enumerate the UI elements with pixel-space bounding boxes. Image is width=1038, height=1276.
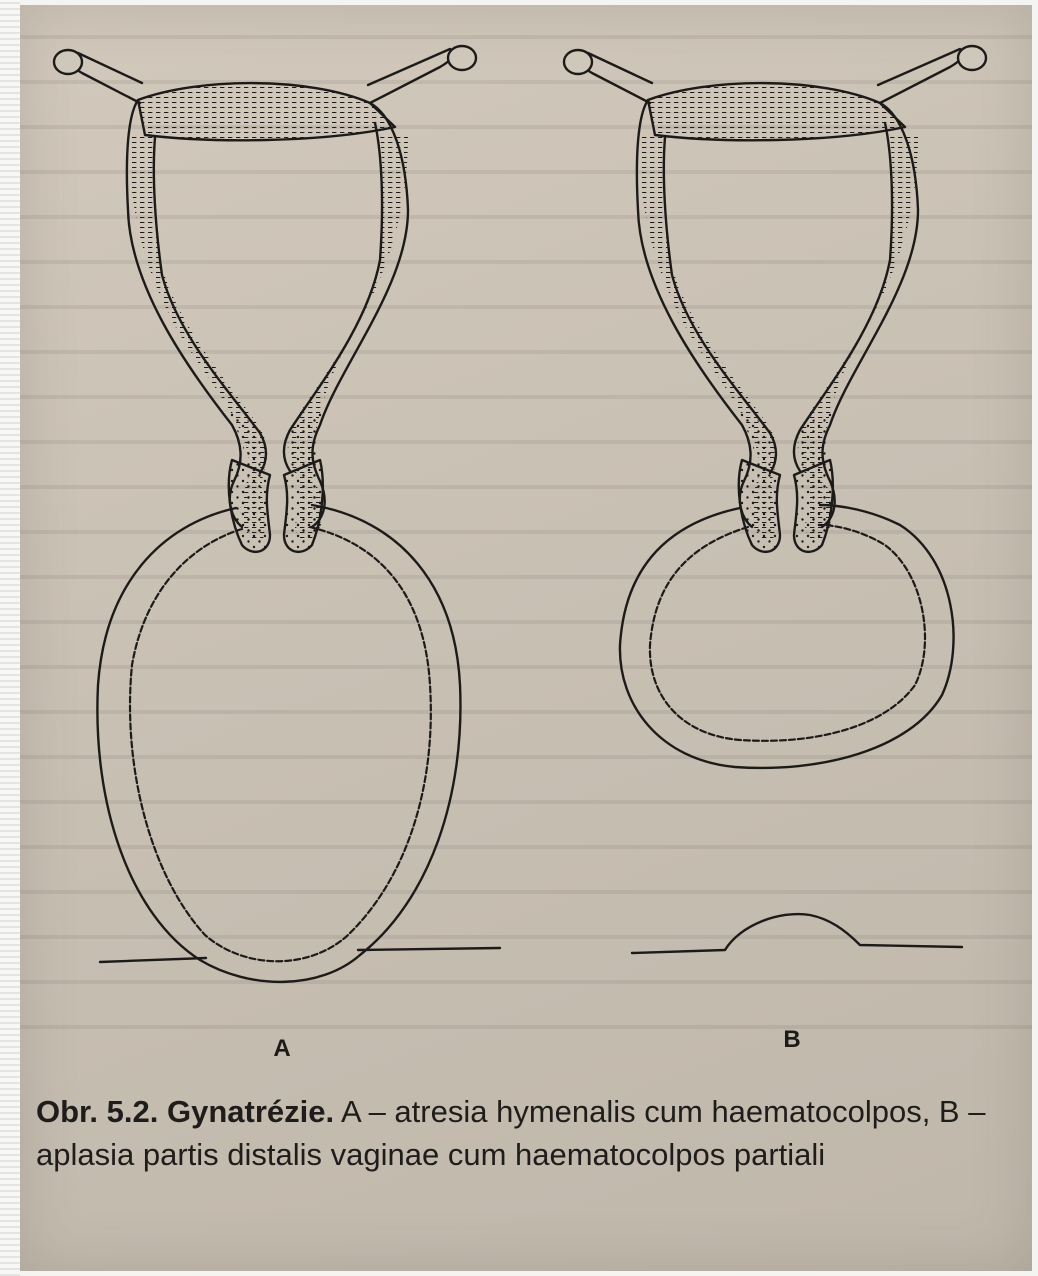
gynatresia-diagram [20,5,1032,1075]
page-margin-strip [0,0,20,1276]
diagram-b-haematocolpos [620,505,954,768]
diagram-b-perineum-bulge [632,914,962,953]
diagram-a-haematocolpos [97,505,460,982]
diagram-a-uterus [54,46,476,552]
book-page-photo: A B Obr. 5.2. Gynatrézie. A – atresia hy… [20,5,1032,1271]
figure-caption: Obr. 5.2. Gynatrézie. A – atresia hymena… [36,1090,1021,1176]
figure-number: Obr. 5.2. [36,1094,158,1129]
panel-label-a: A [273,1035,290,1063]
panel-label-b: B [783,1026,800,1054]
figure-title: Gynatrézie. [167,1094,334,1129]
diagram-b-uterus [564,46,986,552]
